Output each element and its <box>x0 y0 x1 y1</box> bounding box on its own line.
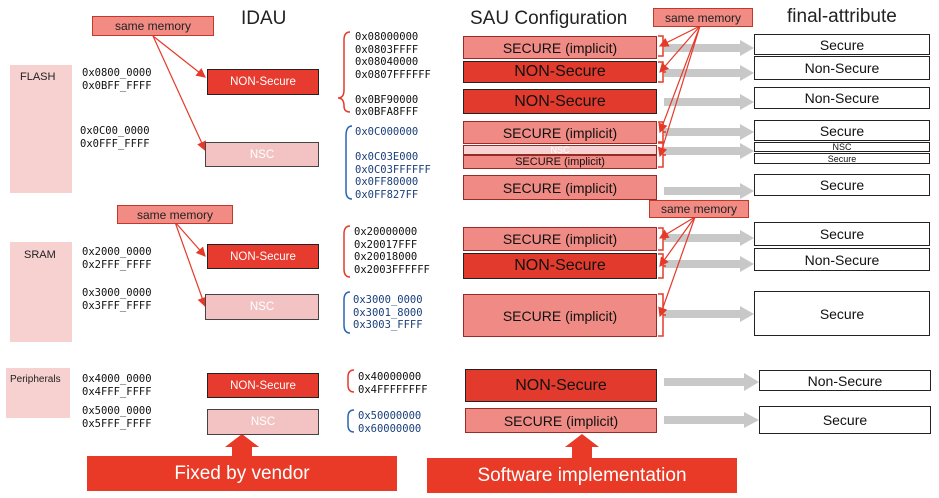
gray-arrow-4 <box>664 124 754 140</box>
bracket-red-g1 <box>337 31 351 113</box>
sau-flash-non-secure-1: NON-Secure <box>463 61 657 83</box>
software-up-arrow <box>565 434 599 458</box>
idau-flash-nsc: NSC <box>205 142 319 167</box>
callout-arrow-tr-4 <box>657 25 701 158</box>
idau-periph-non-secure: NON-Secure <box>207 373 319 398</box>
callout-arrow-tl-2 <box>152 35 206 152</box>
bracket-red-4 <box>658 142 666 168</box>
bracket-red-7 <box>658 293 666 337</box>
gray-arrow-3 <box>664 94 754 110</box>
sram-label: SRAM <box>24 249 56 261</box>
callout-arrow-ml-1 <box>174 221 206 257</box>
bracket-red-g5 <box>347 369 355 393</box>
sau-addresses-flash-nsc: 0x0C000000 0x0C03E000 0x0C03FFFFFF 0x0FF… <box>355 126 431 201</box>
sau-addresses-periph-nsc: 0x50000000 0x60000000 <box>358 410 422 435</box>
gray-arrow-2 <box>664 65 754 81</box>
bracket-red-6 <box>658 253 666 279</box>
final-secure-3: Secure <box>754 153 930 164</box>
sau-sram-secure-implicit-1: SECURE (implicit) <box>463 227 657 251</box>
idau-flash-non-secure: NON-Secure <box>207 69 319 95</box>
range-periph-nsc: 0x5000_0000 0x5FFF_FFFF <box>82 405 152 430</box>
sau-flash-secure-implicit-4: SECURE (implicit) <box>463 175 657 200</box>
gray-arrow-5 <box>664 143 754 159</box>
peripherals-memory-box <box>6 368 70 418</box>
sau-flash-secure-implicit-1: SECURE (implicit) <box>463 36 657 59</box>
final-secure-5: Secure <box>754 222 930 246</box>
range-periph-ns: 0x4000_0000 0x4FFF_FFFF <box>82 373 152 398</box>
callout-arrow-tr-1 <box>658 25 701 47</box>
final-non-secure-1: Non-Secure <box>754 56 930 80</box>
callout-arrow-tl-1 <box>152 35 206 78</box>
bracket-blue-g6 <box>347 409 355 433</box>
callout-arrows <box>152 25 701 318</box>
callout-same-memory-mid-right: same memory <box>649 200 749 218</box>
gray-arrow-11 <box>664 412 759 428</box>
sau-sram-non-secure: NON-Secure <box>463 253 657 279</box>
bracket-red-g3 <box>343 225 351 278</box>
sau-addresses-periph-ns: 0x40000000 0x4FFFFFFFF <box>358 371 428 396</box>
final-non-secure-3: Non-Secure <box>754 248 930 271</box>
bracket-blue-g4 <box>343 291 351 334</box>
callout-arrow-mr-3 <box>658 216 696 318</box>
bracket-red-2 <box>658 61 666 83</box>
bracket-blue-g2 <box>345 125 353 200</box>
sau-flash-non-secure-2: NON-Secure <box>463 89 657 114</box>
callout-arrow-tr-2 <box>659 25 701 73</box>
final-attribute-header: final-attribute <box>787 6 897 27</box>
sau-flash-nsc: NSC <box>463 145 657 155</box>
vendor-up-arrow <box>225 434 259 458</box>
gray-arrow-7 <box>664 230 754 246</box>
final-secure-6: Secure <box>754 291 930 336</box>
sau-flash-secure-implicit-2: SECURE (implicit) <box>463 121 657 144</box>
callout-arrow-ml-2 <box>174 221 207 308</box>
range-flash-nsc: 0x0C00_0000 0x0FFF_FFFF <box>80 125 150 150</box>
sau-brackets <box>658 35 666 337</box>
idau-sram-non-secure: NON-Secure <box>207 244 319 269</box>
flash-label: FLASH <box>20 71 56 83</box>
sau-addresses-sram-ns: 0x20000000 0x20017FFF 0x20018000 0x2003F… <box>354 226 430 276</box>
gray-arrow-1 <box>664 40 754 56</box>
final-non-secure-2: Non-Secure <box>754 87 930 109</box>
gray-arrow-9 <box>664 306 754 322</box>
sau-addresses-sram-nsc: 0x3000_0000 0x3001_8000 0x3003_FFFF <box>353 294 423 331</box>
callout-same-memory-mid-left: same memory <box>117 205 233 224</box>
callout-arrow-tr-3 <box>658 25 701 134</box>
gray-arrow-10 <box>664 373 759 391</box>
range-flash-ns: 0x0800_0000 0x0BFF_FFFF <box>82 67 152 92</box>
sau-flash-secure-implicit-3: SECURE (implicit) <box>463 155 657 169</box>
callout-arrow-mr-2 <box>659 216 696 267</box>
final-secure-1: Secure <box>754 34 930 55</box>
sau-header: SAU Configuration <box>470 8 628 29</box>
final-nsc: NSC <box>754 142 930 152</box>
final-secure-2: Secure <box>754 120 930 141</box>
final-secure-7: Secure <box>759 406 931 434</box>
idau-sram-nsc: NSC <box>205 294 319 320</box>
flash-memory-box <box>10 65 72 193</box>
address-brackets <box>337 31 355 433</box>
sau-periph-non-secure: NON-Secure <box>465 369 657 402</box>
sau-addresses-flash-ns: 0x08000000 0x0803FFFF 0x08040000 0x0807F… <box>355 31 431 118</box>
final-non-secure-4: Non-Secure <box>759 370 931 391</box>
idau-header: IDAU <box>241 8 287 29</box>
software-implementation-banner: Software implementation <box>427 458 737 493</box>
range-sram-ns: 0x2000_0000 0x2FFF_FFFF <box>82 246 152 271</box>
callout-same-memory-top-left: same memory <box>92 16 214 36</box>
fixed-by-vendor-banner: Fixed by vendor <box>87 456 397 491</box>
range-sram-nsc: 0x3000_0000 0x3FFF_FFFF <box>82 287 152 312</box>
final-secure-4: Secure <box>754 174 930 196</box>
gray-arrow-6 <box>664 183 754 199</box>
sau-sram-secure-implicit-2: SECURE (implicit) <box>463 294 657 337</box>
sram-memory-box <box>10 242 72 342</box>
bracket-red-1 <box>658 35 666 57</box>
callout-arrow-mr-1 <box>658 216 696 239</box>
bracket-red-5 <box>658 227 666 251</box>
callout-same-memory-top-right: same memory <box>653 8 753 27</box>
peripherals-label: Peripherals <box>10 374 61 385</box>
idau-periph-nsc: NSC <box>207 409 319 435</box>
gray-arrow-8 <box>664 256 754 272</box>
sau-periph-secure-implicit: SECURE (implicit) <box>465 408 657 433</box>
